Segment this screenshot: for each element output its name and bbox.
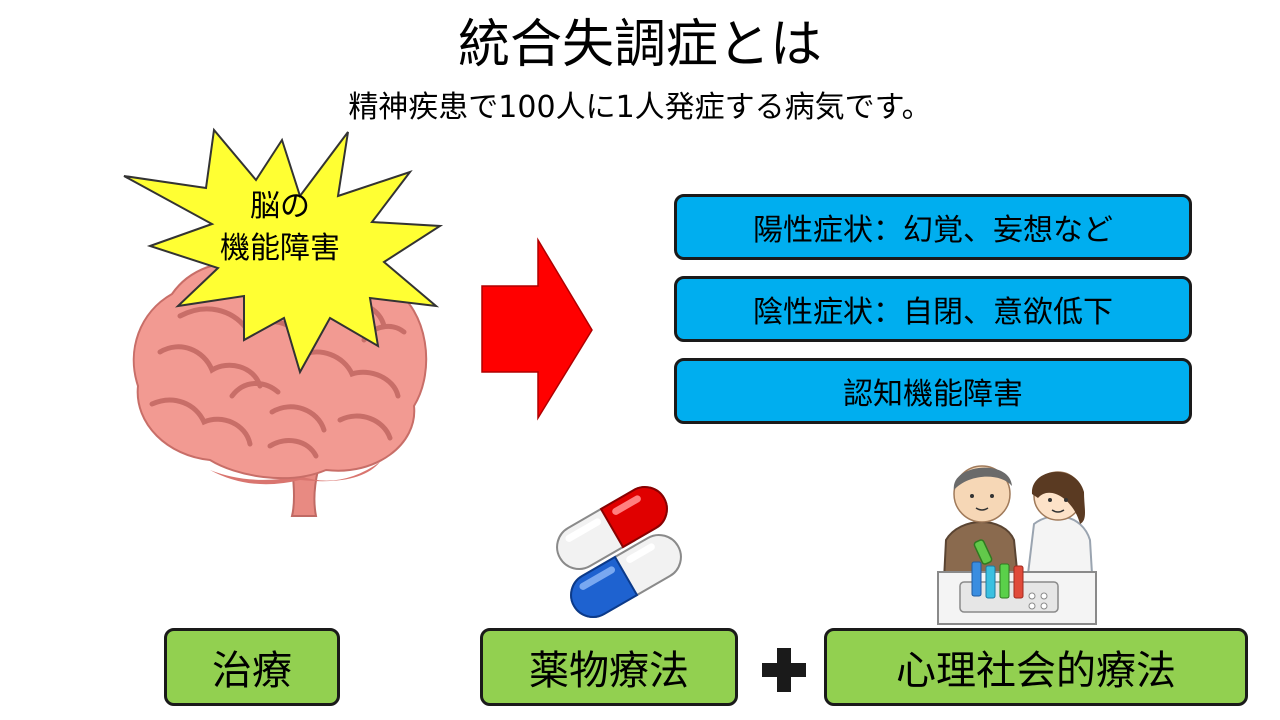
burst-label-line2: 機能障害 bbox=[220, 231, 340, 266]
page-title: 統合失調症とは bbox=[457, 15, 822, 75]
capsule-icon bbox=[556, 486, 682, 618]
psychosocial-therapy-box: 心理社会的療法 bbox=[824, 628, 1248, 706]
burst-label: 脳の 機能障害 bbox=[180, 186, 380, 270]
treatment-box: 治療 bbox=[164, 628, 340, 706]
cognitive-impairment-box: 認知機能障害 bbox=[674, 358, 1192, 424]
people-lab-icon bbox=[937, 465, 1097, 625]
arrow-right-icon bbox=[481, 237, 593, 421]
page-subtitle: 精神疾患で100人に1人発症する病気です。 bbox=[348, 90, 932, 125]
burst-label-line1: 脳の bbox=[250, 189, 310, 224]
burst-shape bbox=[123, 127, 444, 375]
positive-symptoms-box: 陽性症状：幻覚、妄想など bbox=[674, 194, 1192, 260]
drug-therapy-box: 薬物療法 bbox=[480, 628, 738, 706]
plus-icon bbox=[762, 648, 806, 692]
negative-symptoms-box: 陰性症状：自閉、意欲低下 bbox=[674, 276, 1192, 342]
